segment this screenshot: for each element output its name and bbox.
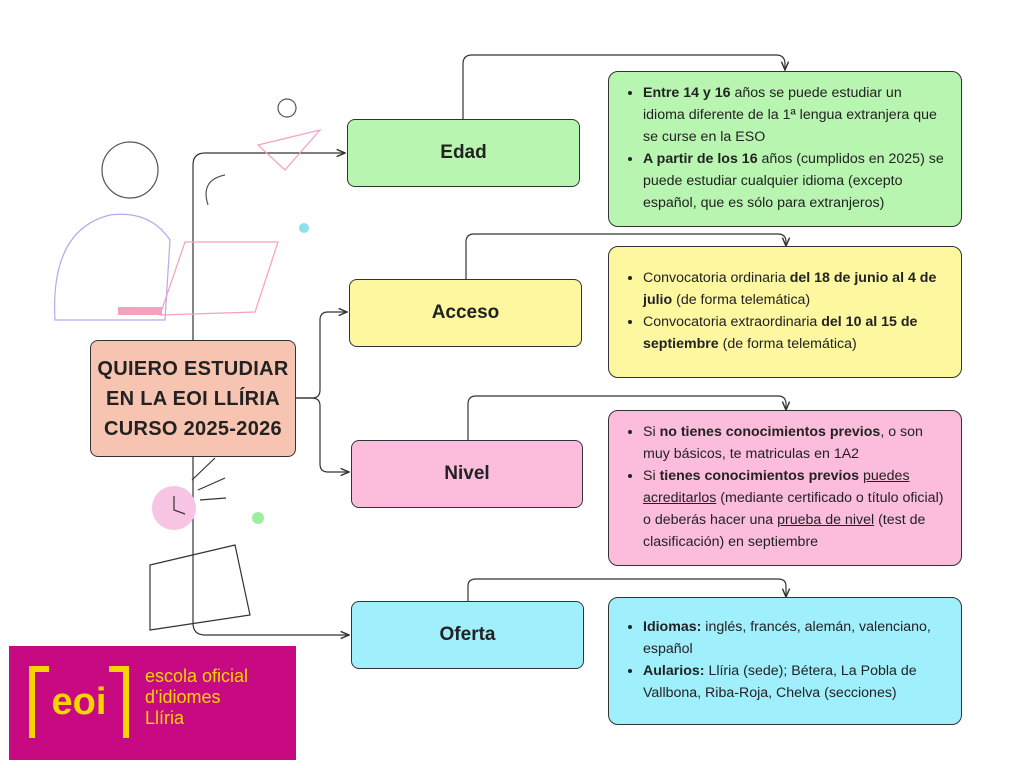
title-line: CURSO 2025-2026 xyxy=(104,417,282,440)
bullet: A partir de los 16 años (cumplidos en 20… xyxy=(643,148,947,214)
bullet: Entre 14 y 16 años se puede estudiar un … xyxy=(643,82,947,148)
edad-details: Entre 14 y 16 años se puede estudiar un … xyxy=(608,71,962,227)
branch-label: Acceso xyxy=(431,302,500,323)
bullet: Si no tienes conocimientos previos, o so… xyxy=(643,421,947,465)
text: inglés, francés, alemán, valenciano, esp… xyxy=(643,619,931,657)
title-line: EN LA EOI LLÍRIA xyxy=(105,387,281,410)
central-title: QUIERO ESTUDIAR EN LA EOI LLÍRIA CURSO 202… xyxy=(90,340,296,457)
text: , o son muy básicos, te matriculas en 1A… xyxy=(643,424,923,462)
logo-text: d'idiomes xyxy=(145,687,221,707)
bullet: Convocatoria ordinaria del 18 de junio a… xyxy=(643,267,947,311)
bold-text: del 18 de junio al 4 de julio xyxy=(643,270,937,308)
text: años (cumplidos en 2025) se puede estudi… xyxy=(643,151,944,211)
student-illustration xyxy=(54,98,322,631)
bold-text: Idiomas: xyxy=(643,619,702,635)
bullet: Idiomas: inglés, francés, alemán, valenc… xyxy=(643,616,947,660)
nivel-details: Si no tienes conocimientos previos, o so… xyxy=(608,410,962,566)
branch-label: Nivel xyxy=(444,463,490,484)
text: (de forma telemática) xyxy=(718,336,857,352)
eoi-logo-mark: eoi xyxy=(29,666,129,738)
text: Convocatoria extraordinaria xyxy=(643,314,822,330)
branch-oferta: Oferta xyxy=(351,601,584,669)
branch-label: Oferta xyxy=(439,624,496,645)
text: Convocatoria ordinaria xyxy=(643,270,790,286)
bold-text: del 10 al 15 de septiembre xyxy=(643,314,918,352)
logo-text: escola oficial xyxy=(145,666,249,686)
text: años se puede estudiar un idioma diferen… xyxy=(643,85,937,145)
oferta-details: Idiomas: inglés, francés, alemán, valenc… xyxy=(608,597,962,725)
text: (mediante certificado o título oficial) … xyxy=(643,490,944,528)
text: Llíria (sede); Bétera, La Pobla de Vallb… xyxy=(643,663,917,701)
eoi-logo: eoi escola oficial d'idiomes Llíria xyxy=(9,646,296,760)
bold-text: no tienes conocimientos previos xyxy=(659,424,881,440)
underlined-text: prueba de nivel xyxy=(777,512,875,528)
text: Si xyxy=(643,468,660,484)
text: (test de clasificación) en septiembre xyxy=(643,512,926,550)
branch-edad: Edad xyxy=(347,119,580,187)
branch-acceso: Acceso xyxy=(349,279,582,347)
bold-text: Entre 14 y 16 xyxy=(643,85,731,101)
bullet: Aularios: Llíria (sede); Bétera, La Pobl… xyxy=(643,660,947,704)
bold-text: A partir de los 16 xyxy=(643,151,758,167)
underlined-text: puedes acreditarlos xyxy=(643,468,910,506)
title-line: QUIERO ESTUDIAR xyxy=(97,357,289,380)
logo-text: Llíria xyxy=(145,708,185,728)
branch-label: Edad xyxy=(440,142,487,163)
text: Si xyxy=(643,424,660,440)
branch-nivel: Nivel xyxy=(351,440,583,508)
text: (de forma telemática) xyxy=(672,292,811,308)
bold-text: Aularios: xyxy=(643,663,705,679)
bullet: Si tienes conocimientos previos puedes a… xyxy=(643,465,947,553)
bold-text: tienes conocimientos previos xyxy=(659,468,860,484)
acceso-details: Convocatoria ordinaria del 18 de junio a… xyxy=(608,246,962,378)
bullet: Convocatoria extraordinaria del 10 al 15… xyxy=(643,311,947,355)
